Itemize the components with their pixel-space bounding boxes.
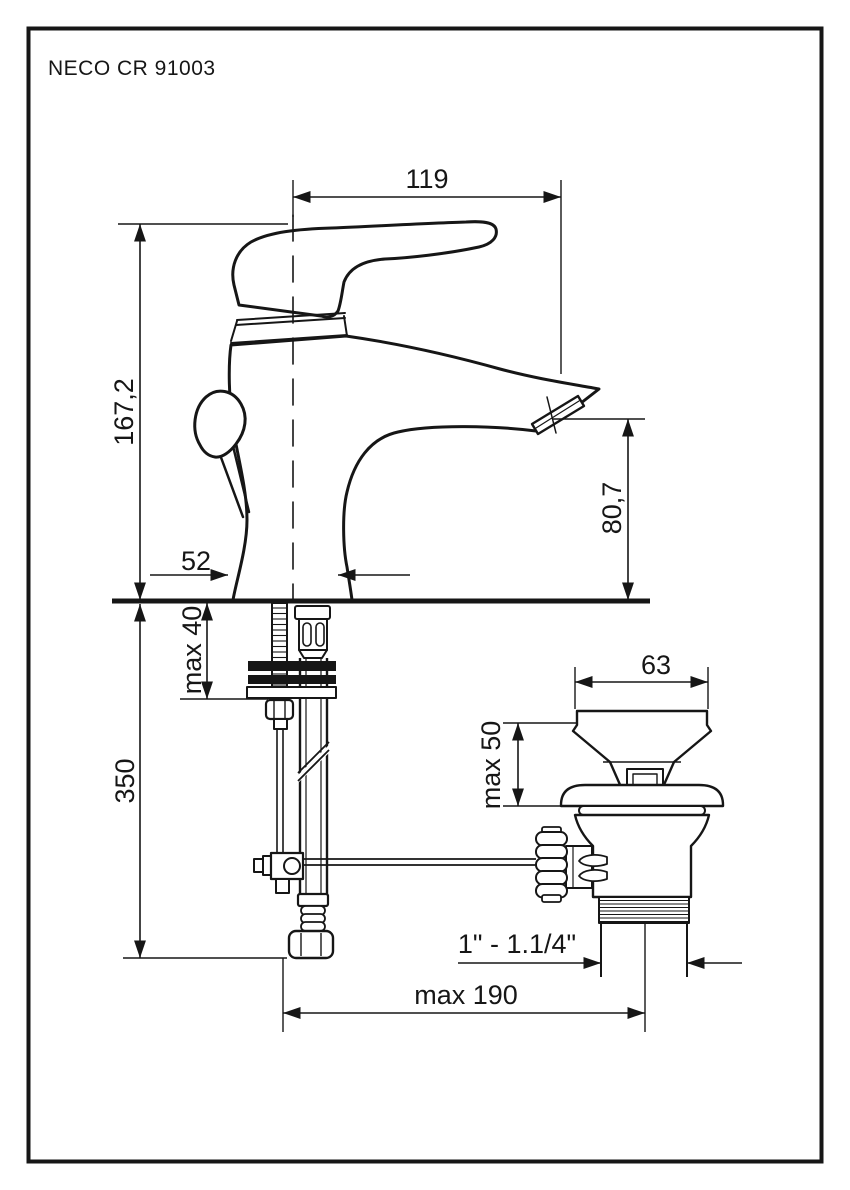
dim-label-waste-thread: 1" - 1.1/4" bbox=[458, 929, 576, 959]
aerator bbox=[530, 394, 586, 436]
waste-body bbox=[573, 813, 711, 899]
installation-parts bbox=[246, 602, 536, 960]
clevis-tab bbox=[578, 869, 608, 883]
rubber-gasket-bottom bbox=[248, 675, 336, 684]
waste-flange-ring bbox=[578, 805, 706, 816]
dim-label-spout-height: 80,7 bbox=[597, 482, 627, 535]
extension-lines bbox=[118, 180, 709, 1032]
dim-label-waste-height: max 50 bbox=[476, 721, 506, 810]
aerator-center-tick bbox=[546, 396, 557, 434]
linkage-clevis bbox=[565, 845, 593, 889]
hose-lower-connector bbox=[296, 892, 330, 932]
rod-clamp-block bbox=[253, 851, 305, 894]
sheet-border bbox=[26, 26, 824, 1164]
clevis-tab bbox=[578, 854, 608, 868]
mounting-nut bbox=[264, 698, 295, 730]
popup-waste-assembly bbox=[535, 709, 725, 977]
knurled-nut bbox=[535, 826, 568, 903]
dim-label-flange-diameter: 63 bbox=[641, 650, 671, 680]
waste-flange bbox=[559, 783, 725, 808]
dim-label-deck-thickness: max 40 bbox=[177, 606, 207, 695]
rubber-gasket-top bbox=[248, 661, 336, 671]
faucet-elevation bbox=[193, 214, 601, 602]
faucet-body-spout-outline bbox=[227, 334, 601, 602]
horseshoe-washer bbox=[246, 686, 337, 699]
faucet-lever-handle bbox=[231, 220, 498, 319]
dimension-lines bbox=[134, 191, 742, 1019]
dim-label-hose-length: 350 bbox=[110, 758, 140, 803]
product-title: NECO CR 91003 bbox=[48, 57, 216, 80]
dim-label-total-height: 167,2 bbox=[109, 378, 139, 446]
waste-thread-section bbox=[598, 896, 690, 977]
popup-knob-stem bbox=[231, 444, 251, 514]
popup-knob bbox=[193, 389, 247, 459]
hose-end-nut bbox=[287, 929, 335, 960]
dim-label-spout-reach: 119 bbox=[405, 164, 448, 194]
dim-label-waste-offset: max 190 bbox=[414, 980, 518, 1010]
cartridge-collar bbox=[230, 312, 348, 344]
hose-upper-connector bbox=[294, 605, 331, 659]
dim-label-base-width: 52 bbox=[181, 546, 211, 576]
clamp-screw bbox=[283, 857, 301, 875]
popup-knob-stem bbox=[217, 450, 245, 519]
